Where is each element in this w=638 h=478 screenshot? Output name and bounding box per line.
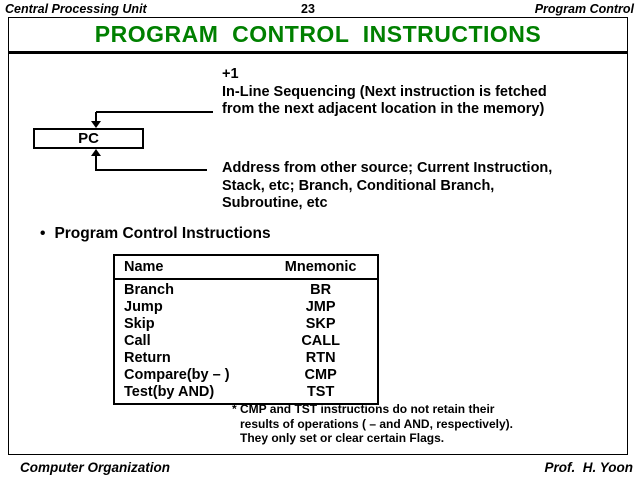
footnote-line: They only set or clear certain Flags. bbox=[240, 431, 445, 445]
slide-title: PROGRAM CONTROL INSTRUCTIONS bbox=[94, 21, 542, 47]
pc-register-label: PC bbox=[78, 130, 99, 147]
mnemonic-cell: CMP bbox=[304, 367, 337, 384]
name-cell: Test(by AND) bbox=[124, 384, 215, 401]
note-line: Stack, etc; Branch, Conditional Branch, bbox=[222, 177, 495, 194]
footnote: * CMP and TST instructions do not retain… bbox=[232, 402, 513, 446]
table-header-row: Name Mnemonic bbox=[115, 256, 377, 280]
name-cell: Skip bbox=[124, 315, 155, 332]
mnemonic-cell: BR bbox=[310, 281, 332, 298]
external-address-arrow-horizontal-line bbox=[95, 169, 207, 171]
note-line: from the next adjacent location in the m… bbox=[222, 101, 545, 117]
name-cell: Branch bbox=[124, 281, 174, 298]
arrowhead-down-icon bbox=[91, 121, 101, 128]
table-body: Branch BR Jump JMP Skip SKP Call CALL Re… bbox=[115, 280, 377, 403]
address-source-note: Address from other source; Current Instr… bbox=[222, 160, 552, 213]
instruction-table: Name Mnemonic Branch BR Jump JMP Skip SK… bbox=[113, 254, 379, 405]
table-row: Return RTN bbox=[115, 349, 377, 366]
table-row: Test(by AND) TST bbox=[115, 384, 377, 401]
pc-register-box: PC bbox=[33, 128, 144, 149]
note-line: Address from other source; Current Instr… bbox=[222, 160, 553, 176]
footnote-line: results of operations ( – and AND, respe… bbox=[240, 416, 513, 431]
mnemonic-cell: SKP bbox=[305, 315, 336, 332]
table-row: Jump JMP bbox=[115, 298, 377, 315]
inline-sequencing-note: +1 In-Line Sequencing (Next instruction … bbox=[222, 66, 547, 119]
column-header-mnemonic: Mnemonic bbox=[284, 259, 357, 275]
mnemonic-cell: RTN bbox=[305, 349, 336, 366]
note-line: In-Line Sequencing (Next instruction is … bbox=[222, 83, 547, 100]
mnemonic-cell: JMP bbox=[305, 298, 336, 315]
increment-arrow-horizontal-line bbox=[96, 111, 213, 113]
table-row: Skip SKP bbox=[115, 315, 377, 332]
name-cell: Compare(by – ) bbox=[124, 367, 230, 384]
header-chapter-label: Program Control bbox=[534, 2, 634, 16]
external-address-arrow-vertical-line bbox=[95, 155, 97, 171]
table-row: Branch BR bbox=[115, 281, 377, 298]
table-row: Call CALL bbox=[115, 332, 377, 349]
column-header-name: Name bbox=[124, 259, 164, 275]
name-cell: Jump bbox=[124, 298, 163, 315]
bullet-marker: • bbox=[40, 225, 46, 242]
increment-arrow-vertical-line bbox=[95, 112, 97, 122]
mnemonic-cell: TST bbox=[306, 384, 335, 401]
note-line: +1 bbox=[222, 66, 239, 82]
mnemonic-cell: CALL bbox=[301, 332, 340, 349]
header-page-number: 23 bbox=[301, 2, 315, 16]
footer-author-label: Prof. H. Yoon bbox=[544, 460, 633, 475]
footnote-line: * CMP and TST instructions do not retain… bbox=[232, 402, 495, 416]
header-course-label: Central Processing Unit bbox=[5, 2, 147, 16]
arrowhead-up-icon bbox=[91, 149, 101, 156]
table-row: Compare(by – ) CMP bbox=[115, 366, 377, 383]
name-cell: Call bbox=[124, 332, 151, 349]
bullet-item: • Program Control Instructions bbox=[40, 225, 271, 243]
bullet-label: Program Control Instructions bbox=[54, 225, 271, 242]
name-cell: Return bbox=[124, 349, 171, 366]
note-line: Subroutine, etc bbox=[222, 195, 328, 211]
title-bar: PROGRAM CONTROL INSTRUCTIONS bbox=[8, 17, 628, 54]
footer-course-label: Computer Organization bbox=[20, 460, 171, 475]
